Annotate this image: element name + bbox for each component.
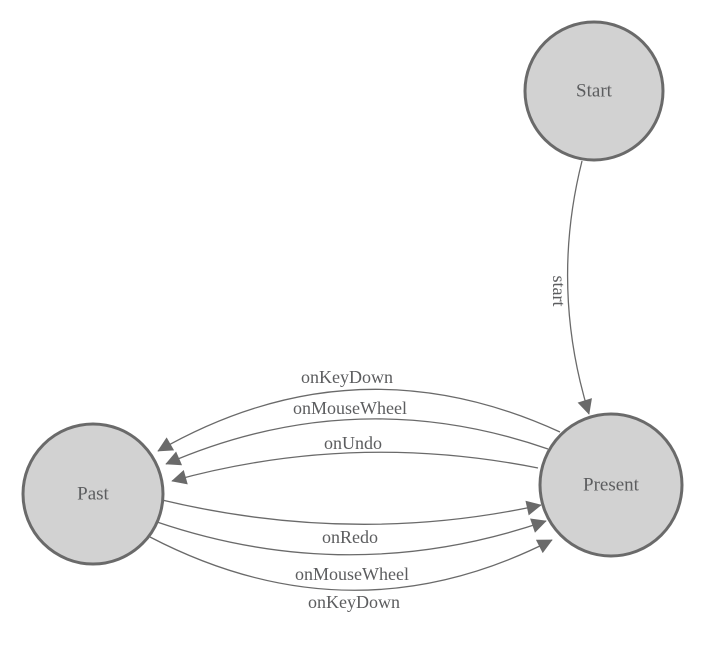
transition-label-present-to-past-onkeydown: onKeyDown bbox=[301, 367, 393, 387]
state-node-label-start: Start bbox=[576, 81, 613, 102]
transition-label-present-to-past-onundo: onUndo bbox=[324, 433, 382, 453]
transition-label-past-to-present-onkeydown: onKeyDown bbox=[308, 592, 400, 612]
edges-layer bbox=[149, 160, 592, 591]
transition-edge-past-to-present-onmousewheel bbox=[156, 518, 547, 556]
state-node-label-present: Present bbox=[583, 475, 640, 496]
state-node-label-past: Past bbox=[77, 484, 109, 505]
transition-edge-present-to-past-onundo bbox=[171, 451, 539, 485]
state-node-start bbox=[523, 20, 665, 162]
state-node-present bbox=[538, 412, 684, 558]
transition-label-past-to-present-onredo: onRedo bbox=[322, 527, 378, 547]
transition-label-start-to-present-start: start bbox=[549, 276, 569, 307]
transition-edge-present-to-past-onmousewheel bbox=[165, 418, 549, 466]
transition-edge-past-to-present-onredo bbox=[161, 499, 542, 525]
transition-edge-start-to-present-start bbox=[566, 160, 592, 415]
transition-edge-present-to-past-onkeydown bbox=[157, 388, 561, 452]
labels-layer: start onKeyDown onMouseWheel onUndo onRedo on… bbox=[77, 81, 640, 614]
transition-edge-past-to-present-onkeydown bbox=[149, 536, 553, 591]
state-node-past bbox=[21, 422, 165, 566]
nodes-layer bbox=[21, 20, 684, 566]
transition-label-present-to-past-onmousewheel: onMouseWheel bbox=[293, 398, 407, 418]
transition-label-past-to-present-onmousewheel: onMouseWheel bbox=[295, 564, 409, 584]
